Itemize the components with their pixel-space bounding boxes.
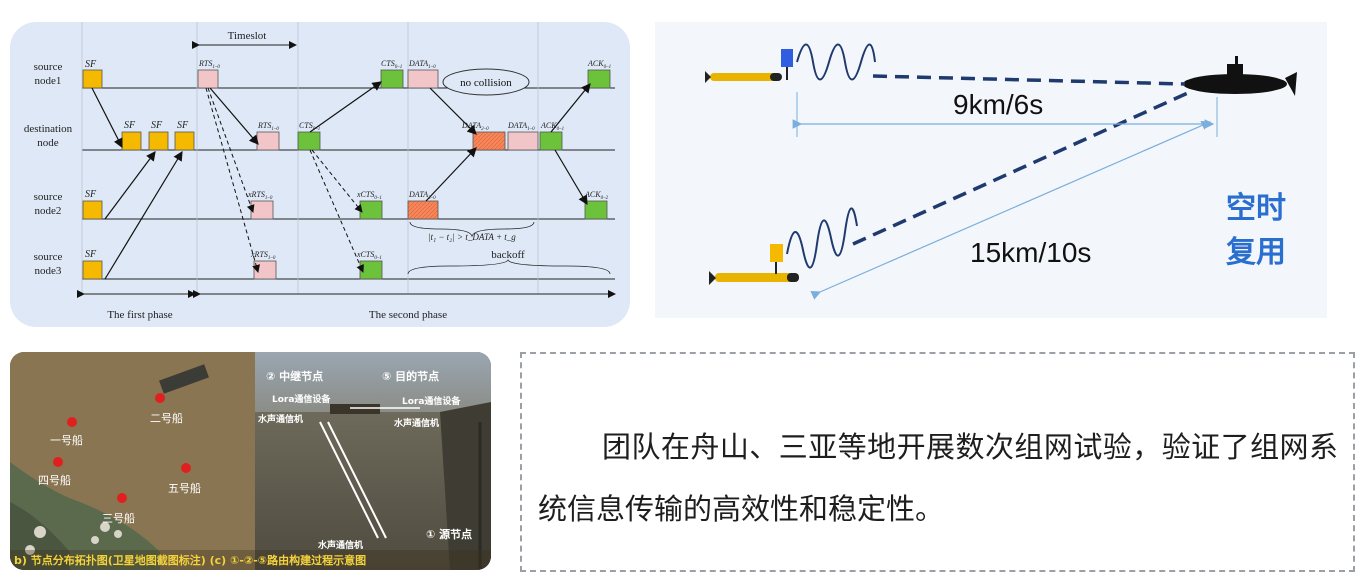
auv-bottom-icon <box>709 244 799 285</box>
cts-packet-node1 <box>380 69 404 89</box>
ack-label-dest: ACK0–1 <box>540 121 564 132</box>
timeslot-label: Timeslot <box>228 30 267 42</box>
acoustic-wave-bottom <box>786 207 858 269</box>
data-packet-node2 <box>407 200 439 220</box>
data-label-dest-1: DATA2–0 <box>461 121 489 132</box>
row-label-source-node3-l1: source <box>34 251 63 263</box>
first-phase-label: The first phase <box>107 309 172 321</box>
sf-packet-dest-1 <box>121 131 142 151</box>
rts-label-dest: RTS1–0 <box>257 121 279 132</box>
sf-packet-node1 <box>82 69 103 89</box>
sf-label-node1: SF <box>85 59 97 70</box>
mac-timing-diagram: source node1 destination node source nod… <box>10 22 630 327</box>
row-label-source-node2-l2: node2 <box>35 205 62 217</box>
rts-label-node1: RTS1–0 <box>198 59 220 70</box>
data-label-node1: DATA1–0 <box>408 59 436 70</box>
data-label-node2: DATA2–0 <box>408 190 436 201</box>
lora-left-label: Lora通信设备 <box>272 393 331 405</box>
ship-pin-1 <box>67 417 77 427</box>
source-node-label: ① 源节点 <box>426 527 472 541</box>
xcts-label-node2: xCTS0–1 <box>356 190 382 201</box>
acoustic-wave-top <box>796 43 876 81</box>
xrts-packet-node2 <box>250 200 274 220</box>
rts-packet-dest <box>256 131 280 151</box>
distance-bottom-label: 15km/10s <box>970 237 1091 268</box>
photo-caption: b) 节点分布拓扑图(卫星地图截图标注) (c) ①-②-⑤路由构建过程示意图 <box>14 553 366 567</box>
acoustic-right-label: 水声通信机 <box>394 417 439 429</box>
sf-packet-node3 <box>82 260 103 280</box>
ack-packet-node2 <box>584 200 608 220</box>
lora-right-label: Lora通信设备 <box>402 395 461 407</box>
destination-node-label: ⑤ 目的节点 <box>382 369 439 383</box>
sf-label-dest-1: SF <box>124 120 136 131</box>
submarine-icon <box>1183 56 1297 96</box>
ack-packet-node1 <box>587 69 611 89</box>
sf-label-dest-2: SF <box>151 120 163 131</box>
no-collision-ellipse <box>442 68 530 96</box>
auv-diagram-svg: 9km/6s 15km/10s 空时 复用 <box>705 43 1297 300</box>
cts-label-node1: CTS0–1 <box>381 59 402 70</box>
cts-packet-dest <box>297 131 321 151</box>
inequality-label: |t₁ − t₂| > t_DATA + t_g <box>428 232 516 242</box>
ack-label-node1: ACK0–1 <box>587 59 611 70</box>
xcts-packet-node2 <box>359 200 383 220</box>
ship-pin-2 <box>155 393 165 403</box>
sf-packet-node2 <box>82 200 103 220</box>
sf-label-node2: SF <box>85 189 97 200</box>
rts-packet-node1 <box>197 69 219 89</box>
dash-path-top <box>872 74 1186 86</box>
xcts-label-node3: xCTS0–1 <box>356 250 382 261</box>
sea-photo-sky <box>255 352 491 412</box>
data-packet-dest-2 <box>507 131 539 151</box>
sf-label-dest-3: SF <box>177 120 189 131</box>
ship-label-4: 四号船 <box>38 473 71 487</box>
ship-label-3: 三号船 <box>102 511 135 525</box>
data-packet-node1 <box>407 69 439 89</box>
row-label-source-node2-l1: source <box>34 191 63 203</box>
auv-top-icon <box>705 49 793 83</box>
cts-label-dest: CTS0–1 <box>299 121 320 132</box>
data-label-dest-2: DATA1–0 <box>507 121 535 132</box>
space-time-label-line2: 复用 <box>1226 235 1286 270</box>
ship-pin-5 <box>181 463 191 473</box>
timing-diagram-svg: source node1 destination node source nod… <box>24 22 616 321</box>
row-label-destination-l2: node <box>37 137 59 149</box>
xrts-label-node3: xRTS1–0 <box>250 250 276 261</box>
ship-pin-4 <box>53 457 63 467</box>
row-label-source-node3-l2: node3 <box>35 265 62 277</box>
ack-label-node2: ACK0–2 <box>584 190 609 201</box>
ship-label-2: 二号船 <box>150 411 183 425</box>
sf-label-node3: SF <box>85 249 97 260</box>
row-label-destination-l1: destination <box>24 123 73 135</box>
no-collision-label: no collision <box>460 77 512 89</box>
second-phase-label: The second phase <box>369 309 447 321</box>
data-packet-dest-1 <box>472 131 506 151</box>
summary-box: 团队在舟山、三亚等地开展数次组网试验，验证了组网系统信息传输的高效性和稳定性。 <box>520 352 1355 572</box>
sea-trial-photo: 二号船 一号船 四号船 五号船 三号船 ② 中继节点 ⑤ 目的节点 ① 源节点 … <box>10 352 491 570</box>
auv-space-time-diagram: 9km/6s 15km/10s 空时 复用 <box>655 22 1327 318</box>
ship-label-1: 一号船 <box>50 433 83 447</box>
row-label-source-node1-l1: source <box>34 61 63 73</box>
acoustic-left-label: 水声通信机 <box>258 413 303 425</box>
summary-text: 团队在舟山、三亚等地开展数次组网试验，验证了组网系统信息传输的高效性和稳定性。 <box>538 430 1338 526</box>
row-label-source-node1-l2: node1 <box>35 75 62 87</box>
photo-svg: 二号船 一号船 四号船 五号船 三号船 ② 中继节点 ⑤ 目的节点 ① 源节点 … <box>10 352 491 570</box>
ship-label-5: 五号船 <box>168 481 201 495</box>
ack-packet-dest <box>539 131 563 151</box>
backoff-label: backoff <box>491 249 525 261</box>
ship-pin-3 <box>117 493 127 503</box>
acoustic-bottom-label: 水声通信机 <box>318 539 363 551</box>
distance-top-label: 9km/6s <box>953 89 1043 120</box>
xrts-label-node2: xRTS1–0 <box>247 190 273 201</box>
xcts-packet-node3 <box>359 260 383 280</box>
space-time-label-line1: 空时 <box>1226 191 1286 226</box>
sf-packet-dest-3 <box>174 131 195 151</box>
sf-packet-dest-2 <box>148 131 169 151</box>
relay-node-label: ② 中继节点 <box>266 369 323 383</box>
dim-line-bottom <box>810 120 1212 300</box>
